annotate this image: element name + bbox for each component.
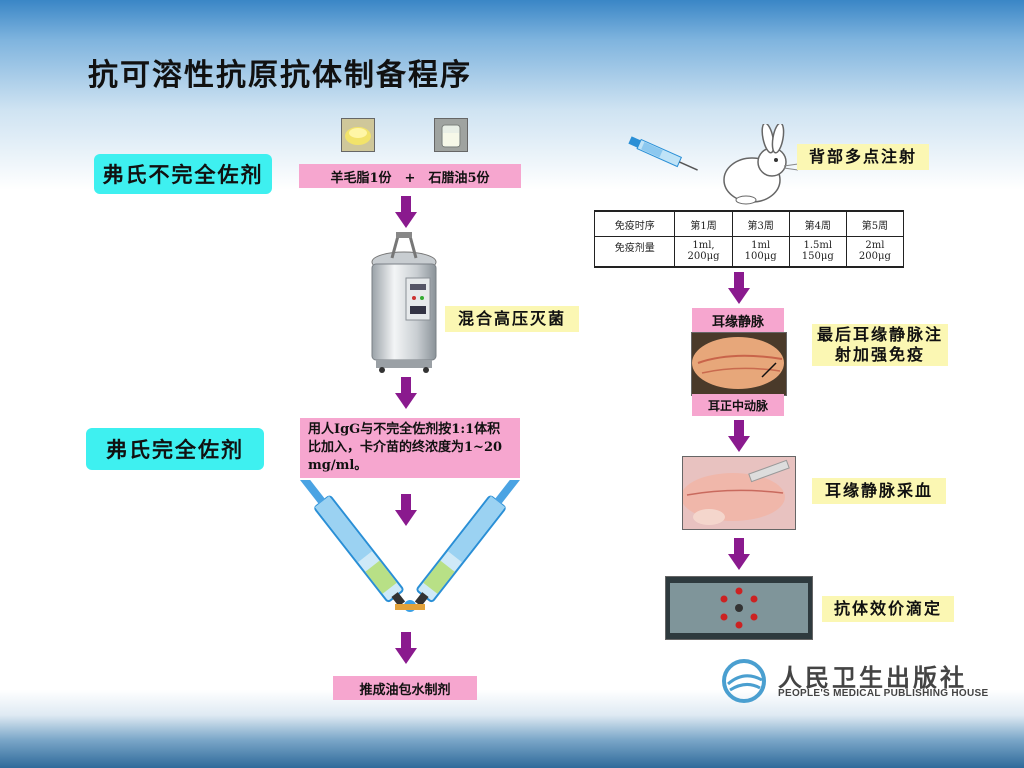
down-arrow-icon — [728, 272, 750, 304]
blood-collection-image — [682, 456, 796, 530]
down-arrow-icon — [728, 538, 750, 570]
page-title: 抗可溶性抗原抗体制备程序 — [88, 58, 472, 93]
complete-adjuvant-label: 弗氏完全佐剂 — [86, 428, 264, 470]
blood-collection-label: 耳缘静脉采血 — [812, 478, 946, 504]
ear-vein-label: 耳缘静脉 — [692, 308, 784, 332]
titer-plate-image — [665, 576, 813, 640]
mix-instructions-box: 用人IgG与不完全佐剂按1:1体积比加入，卡介苗的终浓度为1~20 mg/ml。 — [300, 418, 520, 478]
back-injection-label: 背部多点注射 — [797, 144, 929, 170]
table-row-label: 免疫剂量 — [593, 236, 676, 267]
publisher-logo-icon — [722, 659, 766, 703]
titer-label: 抗体效价滴定 — [822, 596, 954, 622]
publisher-name-en: PEOPLE'S MEDICAL PUBLISHING HOUSE — [778, 688, 989, 699]
sterilize-label: 混合高压灭菌 — [445, 306, 579, 332]
table-cell: 1ml,200μg — [674, 236, 733, 267]
down-arrow-icon — [728, 420, 750, 452]
autoclave-image — [362, 228, 446, 374]
paraffin-oil-image — [434, 118, 468, 152]
lanolin-image — [341, 118, 375, 152]
table-header-cell: 第5周 — [845, 210, 905, 237]
table-header-row: 免疫时序 第1周 第3周 第4周 第5周 — [593, 210, 905, 237]
publisher-logo: 人民卫生出版社 PEOPLE'S MEDICAL PUBLISHING HOUS… — [720, 658, 990, 704]
table-header-cell: 免疫时序 — [593, 210, 676, 237]
down-arrow-icon — [395, 377, 417, 409]
table-header-cell: 第3周 — [731, 210, 790, 237]
injection-syringe-image — [626, 132, 706, 176]
ingredients-box: 羊毛脂1份 + 石腊油5份 — [299, 164, 521, 188]
ear-artery-label: 耳正中动脉 — [692, 394, 784, 416]
down-arrow-icon — [395, 632, 417, 664]
down-arrow-icon — [395, 196, 417, 228]
down-arrow-icon — [395, 494, 417, 526]
table-header-cell: 第1周 — [674, 210, 733, 237]
incomplete-adjuvant-label: 弗氏不完全佐剂 — [94, 154, 272, 194]
publisher-name-cn: 人民卫生出版社 — [778, 664, 967, 692]
rabbit-ear-image — [691, 332, 787, 396]
boost-immunization-label: 最后耳缘静脉注射加强免疫 — [812, 324, 948, 366]
emulsion-box: 推成油包水制剂 — [333, 676, 477, 700]
double-syringe-image — [286, 460, 540, 625]
rabbit-image — [710, 122, 800, 208]
table-header-cell: 第4周 — [788, 210, 847, 237]
